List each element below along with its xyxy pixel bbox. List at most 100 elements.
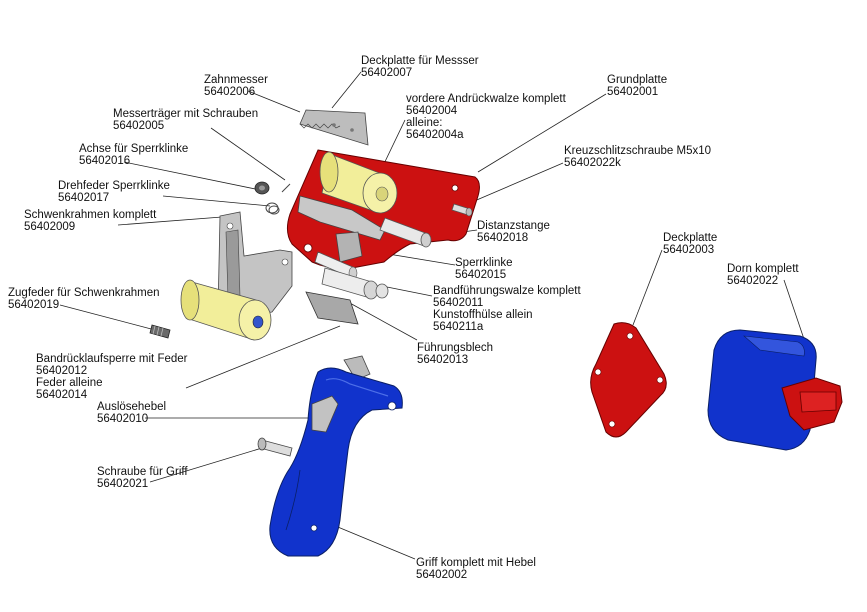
label-schwenkrahmen: Schwenkrahmen komplett 56402009 xyxy=(24,209,156,233)
label-achse: Achse für Sperrklinke 56402016 xyxy=(79,143,188,167)
schraube-griff-part xyxy=(257,437,293,457)
achse-sperrklinke-part xyxy=(254,181,270,195)
label-zahnmesser-name: Zahnmesser xyxy=(204,74,268,86)
label-dorn: Dorn komplett 56402022 xyxy=(727,263,799,287)
label-ausloesehebel-part: 56402010 xyxy=(97,413,149,425)
label-dorn-name: Dorn komplett xyxy=(727,263,799,275)
label-deckplatte-name: Deckplatte xyxy=(663,232,718,244)
label-vordere-walze: vordere Andrückwalze komplett 56402004 a… xyxy=(406,93,566,141)
leader-line-messertraeger xyxy=(210,127,286,181)
label-deckplatte-part: 56402003 xyxy=(663,244,715,256)
label-bandfuehrung: Bandführungswalze komplett 56402011 Kuns… xyxy=(433,285,581,333)
label-drehfeder-name: Drehfeder Sperrklinke xyxy=(58,180,170,192)
label-grundplatte: Grundplatte 56402001 xyxy=(607,74,667,98)
zugfeder-part xyxy=(149,324,171,339)
label-zahnmesser-part: 56402006 xyxy=(204,86,256,98)
label-fuehrungsblech-name: Führungsblech xyxy=(417,342,494,354)
distanzstange-part xyxy=(379,217,432,248)
leader-line-deckplatte-messer xyxy=(331,71,362,109)
label-achse-name: Achse für Sperrklinke xyxy=(79,143,189,155)
label-bandfuehrung-part: 56402011 xyxy=(433,297,484,309)
label-fuehrungsblech: Führungsblech 56402013 xyxy=(417,342,493,366)
label-kreuzschlitz-part: 56402022k xyxy=(564,157,621,169)
leader-line-fuehrungsblech xyxy=(347,301,418,341)
leader-line-bandfuehrung xyxy=(381,285,433,297)
fuehrungsblech-part xyxy=(305,291,359,325)
label-bandfuehrung-name: Bandführungswalze komplett xyxy=(433,285,581,297)
label-distanzstange: Distanzstange 56402018 xyxy=(477,220,550,244)
label-bandruecklauf-name: Bandrücklaufsperre mit Feder xyxy=(36,353,188,365)
label-schraube-griff-part: 56402021 xyxy=(97,478,149,490)
label-sperrklinke: Sperrklinke 56402015 xyxy=(455,257,513,281)
leader-line-zugfeder xyxy=(59,304,156,331)
kreuzschlitzschraube-part xyxy=(451,203,473,217)
label-bandruecklauf-name2: Feder alleine xyxy=(36,377,103,389)
label-sperrklinke-part: 56402015 xyxy=(455,269,507,281)
label-vordere-walze-part: 56402004 xyxy=(406,105,458,117)
leader-line-zahnmesser xyxy=(247,90,301,113)
label-bandruecklauf: Bandrücklaufsperre mit Feder 56402012 Fe… xyxy=(36,353,187,401)
drehfeder-part xyxy=(265,183,291,215)
label-schwenkrahmen-name: Schwenkrahmen komplett xyxy=(24,209,157,221)
label-messertraeger-part: 56402005 xyxy=(113,120,165,132)
deckplatte-part xyxy=(590,322,667,438)
label-deckplatte-messer: Deckplatte für Messser 56402007 xyxy=(361,55,479,79)
label-griff-part: 56402002 xyxy=(416,569,468,581)
leader-line-bandruecklauf xyxy=(185,325,341,389)
label-zahnmesser: Zahnmesser 56402006 xyxy=(204,74,268,98)
label-deckplatte: Deckplatte 56402003 xyxy=(663,232,717,256)
leader-line-deckplatte xyxy=(632,249,663,326)
label-kreuzschlitz: Kreuzschlitzschraube M5x10 56402022k xyxy=(564,145,711,169)
messertraeger-part xyxy=(297,195,386,241)
label-drehfeder: Drehfeder Sperrklinke 56402017 xyxy=(58,180,170,204)
label-kreuzschlitz-name: Kreuzschlitzschraube M5x10 xyxy=(564,145,712,157)
schwenkrahmen-part xyxy=(180,211,293,341)
label-zugfeder-part: 56402019 xyxy=(8,299,60,311)
label-vordere-walze-part2: 56402004a xyxy=(406,129,464,141)
label-grundplatte-part: 56402001 xyxy=(607,86,659,98)
label-zugfeder-name: Zugfeder für Schwenkrahmen xyxy=(8,287,160,299)
label-messertraeger: Messerträger mit Schrauben 56402005 xyxy=(113,108,258,132)
label-dorn-part: 56402022 xyxy=(727,275,779,287)
bandfuehrungswalze-part xyxy=(321,267,389,300)
leader-line-dorn xyxy=(783,279,807,346)
label-grundplatte-name: Grundplatte xyxy=(607,74,668,86)
label-distanzstange-part: 56402018 xyxy=(477,232,529,244)
label-bandruecklauf-part2: 56402014 xyxy=(36,389,88,401)
label-bandruecklauf-part: 56402012 xyxy=(36,365,88,377)
label-bandfuehrung-part2: 5640211a xyxy=(433,321,484,333)
label-distanzstange-name: Distanzstange xyxy=(477,220,550,232)
leader-line-achse xyxy=(123,161,261,191)
leader-line-schwenkrahmen xyxy=(117,216,223,226)
zahnmesser-part xyxy=(299,109,369,146)
leader-line-drehfeder xyxy=(162,195,271,207)
leader-lines xyxy=(59,71,807,560)
label-vordere-walze-name: vordere Andrückwalze komplett xyxy=(406,93,566,105)
ausloesehebel-part xyxy=(311,395,339,433)
label-vordere-walze-name2: alleine: xyxy=(406,117,443,129)
label-ausloesehebel: Auslösehebel 56402010 xyxy=(97,401,166,425)
vordere-andrueckwalze-part xyxy=(319,151,398,214)
label-zugfeder: Zugfeder für Schwenkrahmen 56402019 xyxy=(8,287,160,311)
leader-line-grundplatte xyxy=(477,93,607,173)
label-griff: Griff komplett mit Hebel 56402002 xyxy=(416,557,536,581)
label-deckplatte-messer-name: Deckplatte für Messser xyxy=(361,55,479,67)
label-achse-part: 56402016 xyxy=(79,155,131,167)
leader-line-schraube-griff xyxy=(149,447,263,483)
label-griff-name: Griff komplett mit Hebel xyxy=(416,557,536,569)
griff-part xyxy=(269,367,403,557)
label-messertraeger-name: Messerträger mit Schrauben xyxy=(113,108,259,120)
label-drehfeder-part: 56402017 xyxy=(58,192,110,204)
label-ausloesehebel-name: Auslösehebel xyxy=(97,401,167,413)
label-schraube-griff-name: Schraube für Griff xyxy=(97,466,188,478)
label-fuehrungsblech-part: 56402013 xyxy=(417,354,469,366)
leader-line-kreuzschlitz xyxy=(464,162,564,206)
label-bandfuehrung-name2: Kunstoffhülse allein xyxy=(433,309,533,321)
label-schwenkrahmen-part: 56402009 xyxy=(24,221,76,233)
leader-line-griff xyxy=(332,524,416,560)
label-sperrklinke-name: Sperrklinke xyxy=(455,257,513,269)
dorn-part xyxy=(707,329,843,451)
label-deckplatte-messer-part: 56402007 xyxy=(361,67,413,79)
